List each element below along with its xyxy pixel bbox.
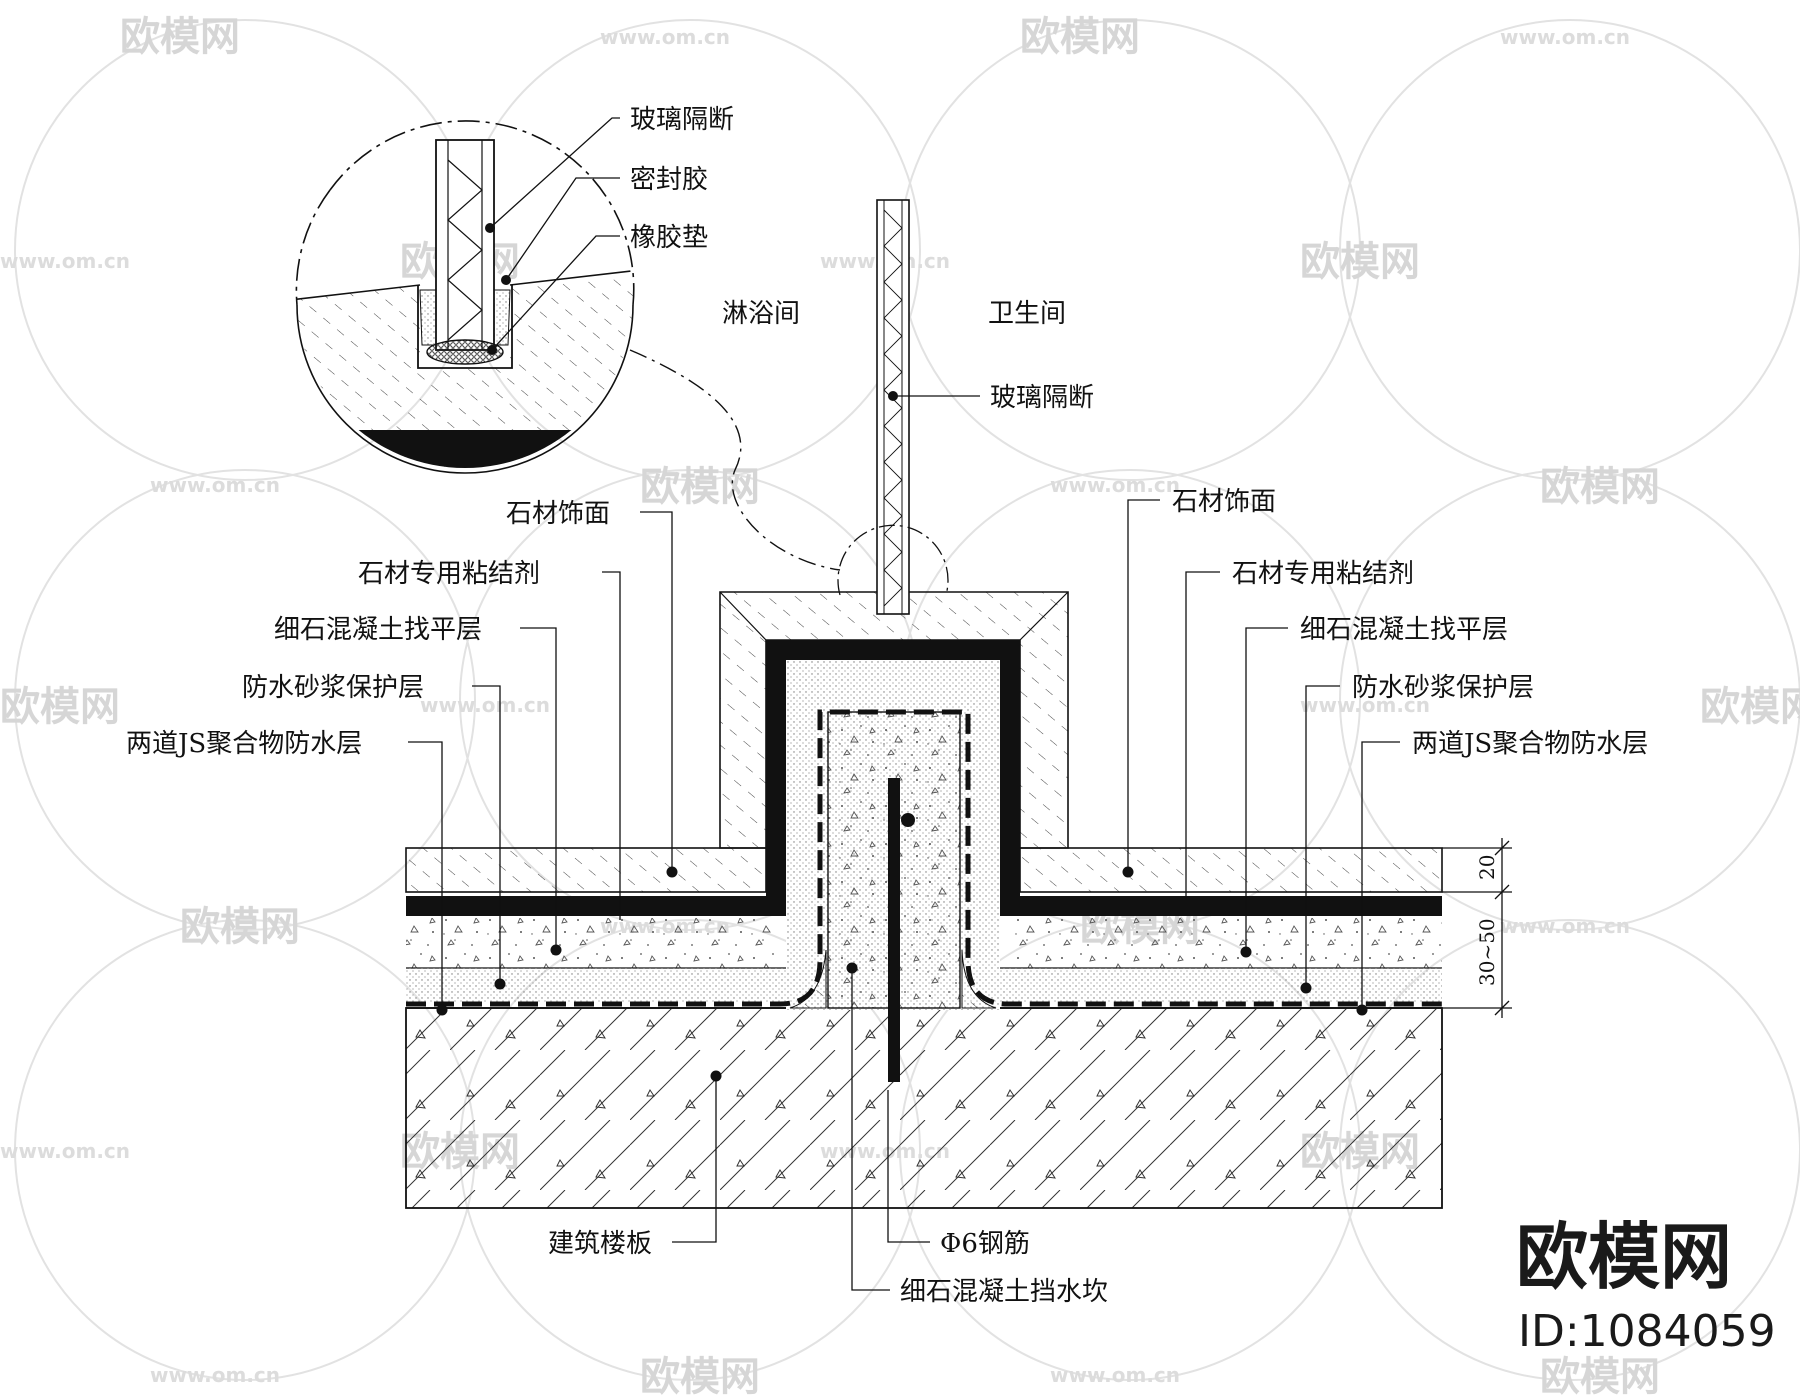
- label-js-waterproof-left: 两道JS聚合物防水层: [126, 729, 362, 759]
- watermark-brand: 欧模网: [120, 14, 240, 60]
- label-stone-finish-left: 石材饰面: [506, 499, 610, 529]
- watermark-url: www.om.cn: [150, 473, 280, 497]
- label-rubber-gasket: 橡胶垫: [630, 223, 708, 253]
- watermark-brand: 欧模网: [1540, 464, 1660, 510]
- leader-lines: [408, 117, 1400, 1291]
- label-rebar: Φ6钢筋: [940, 1229, 1030, 1259]
- rebar-shape: [888, 778, 900, 1082]
- brand-id-text: ID:1084059: [1518, 1306, 1776, 1357]
- watermark-url: www.om.cn: [1050, 1363, 1180, 1387]
- watermark-url: www.om.cn: [1500, 914, 1630, 938]
- watermark-url: www.om.cn: [1500, 25, 1630, 49]
- label-stone-adhesive-left: 石材专用粘结剂: [358, 559, 540, 589]
- glass-partition-shape: [876, 199, 910, 615]
- label-stone-adhesive-right: 石材专用粘结剂: [1232, 559, 1414, 589]
- watermark-url: www.om.cn: [1300, 693, 1430, 717]
- label-waterproof-mortar-left: 防水砂浆保护层: [242, 673, 424, 703]
- watermark-brand: 欧模网: [1700, 684, 1800, 730]
- label-glass-partition-detail: 玻璃隔断: [630, 105, 734, 135]
- label-waterproof-mortar-right: 防水砂浆保护层: [1352, 673, 1534, 703]
- label-fine-concrete-left: 细石混凝土找平层: [274, 615, 482, 645]
- dim-middle-layers: 30~50: [1475, 918, 1499, 986]
- watermark-brand: 欧模网: [180, 904, 300, 950]
- label-shower-room: 淋浴间: [722, 299, 800, 329]
- watermark-brand: 欧模网: [1540, 1354, 1660, 1395]
- leader-dots: [436, 223, 1368, 1082]
- watermark-brand: 欧模网: [1300, 239, 1420, 285]
- brand-logo-text: 欧模网: [1516, 1215, 1732, 1299]
- label-building-slab: 建筑楼板: [548, 1229, 652, 1259]
- label-water-curb: 细石混凝土挡水坎: [900, 1277, 1108, 1307]
- dimension-group: [1442, 838, 1512, 1018]
- label-glass-partition: 玻璃隔断: [990, 383, 1094, 413]
- label-stone-finish-right: 石材饰面: [1172, 487, 1276, 517]
- watermark-url: www.om.cn: [1050, 473, 1180, 497]
- labels: 玻璃隔断 密封胶 橡胶垫 淋浴间 卫生间 玻璃隔断 石材饰面 石材专用粘结剂 细…: [126, 105, 1648, 1307]
- watermark-brand: 欧模网: [640, 1354, 760, 1395]
- label-sealant: 密封胶: [630, 165, 708, 195]
- dim-top-layer: 20: [1475, 855, 1499, 880]
- watermark-url: www.om.cn: [150, 1363, 280, 1387]
- watermark-url: www.om.cn: [0, 249, 130, 273]
- building-slab-shape: [405, 1007, 1443, 1209]
- brand-block: 欧模网 ID:1084059: [1516, 1215, 1776, 1357]
- watermark-brand: 欧模网: [640, 464, 760, 510]
- watermark-url: www.om.cn: [0, 1139, 130, 1163]
- label-toilet-room: 卫生间: [988, 299, 1066, 329]
- label-fine-concrete-right: 细石混凝土找平层: [1300, 615, 1508, 645]
- watermark-brand: 欧模网: [1020, 14, 1140, 60]
- main-section: [405, 199, 1443, 1209]
- watermark-brand: 欧模网: [0, 684, 120, 730]
- label-js-waterproof-right: 两道JS聚合物防水层: [1412, 729, 1648, 759]
- watermark-url: www.om.cn: [420, 693, 550, 717]
- watermark-url: www.om.cn: [600, 25, 730, 49]
